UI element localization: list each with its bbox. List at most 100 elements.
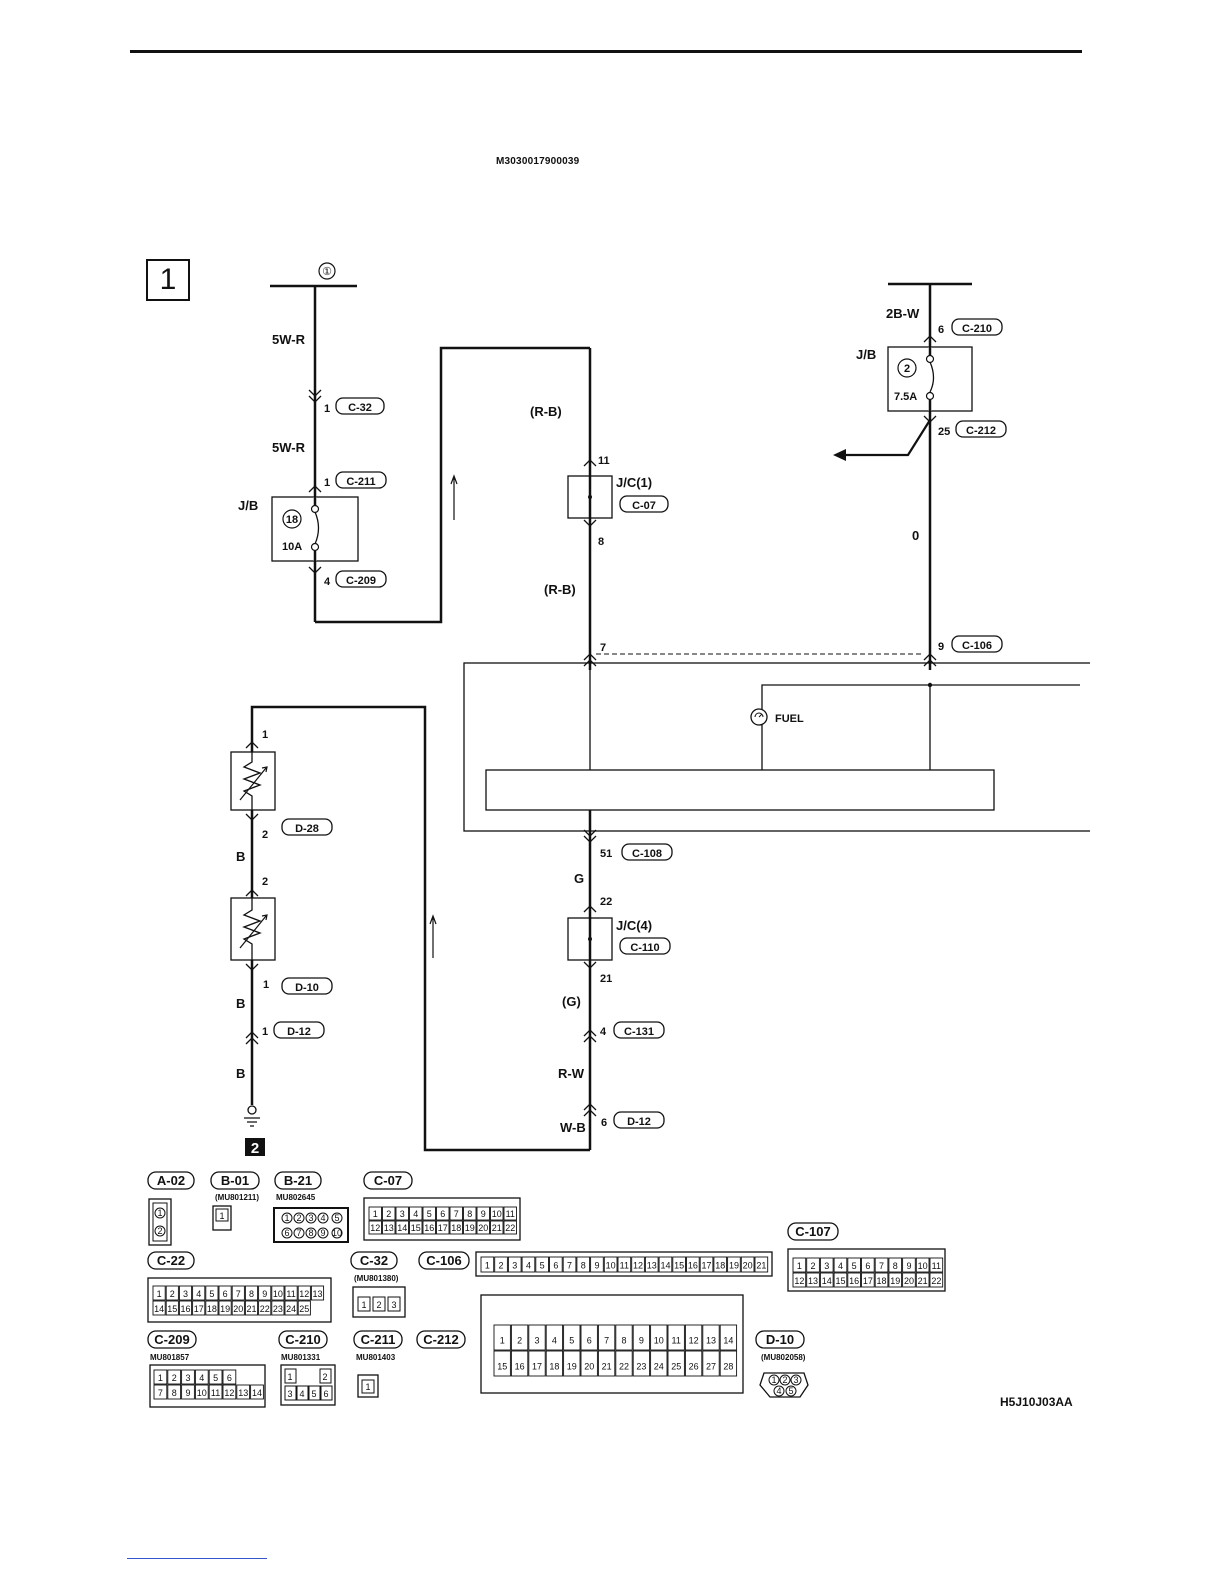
connector-mark [923, 335, 937, 343]
fuse-rating: 7.5A [894, 391, 917, 403]
svg-text:15: 15 [674, 1261, 684, 1271]
wire-label: 5W-R [272, 332, 306, 347]
svg-text:21: 21 [602, 1362, 612, 1372]
connector-mark [583, 829, 597, 843]
wire-label: W-B [560, 1120, 586, 1135]
svg-text:1: 1 [157, 1289, 162, 1299]
connector-ref: D-12 [627, 1116, 651, 1128]
variable-resistor-icon [242, 752, 262, 810]
svg-text:3: 3 [824, 1261, 829, 1271]
fuse-rating: 10A [282, 541, 302, 553]
svg-text:7: 7 [236, 1289, 241, 1299]
connector-ref-box [955, 420, 1007, 438]
legend-ref: D-10 [766, 1332, 794, 1347]
svg-text:1: 1 [373, 1209, 378, 1219]
pin-label: 25 [938, 426, 950, 438]
pin-label: 2 [262, 829, 268, 841]
fuse-number-circle [897, 358, 917, 378]
legend-ref-box [210, 1171, 260, 1190]
svg-text:3: 3 [400, 1209, 405, 1219]
svg-text:11: 11 [932, 1261, 941, 1271]
svg-text:17: 17 [532, 1362, 542, 1372]
connector-ref-box [281, 977, 333, 995]
fuse-terminal [310, 542, 320, 552]
svg-text:7: 7 [879, 1261, 884, 1271]
connector-ref: D-12 [287, 1026, 311, 1038]
svg-text:3: 3 [391, 1300, 396, 1310]
legend-ref: B-01 [221, 1173, 249, 1188]
legend-ref-box [147, 1251, 195, 1270]
connector-ref: C-07 [632, 500, 656, 512]
svg-text:12: 12 [633, 1261, 643, 1271]
svg-text:1: 1 [797, 1261, 802, 1271]
connector-ref-box [621, 843, 673, 861]
svg-text:5: 5 [334, 1213, 339, 1223]
connector-mark [308, 389, 322, 403]
legend-ref: C-209 [154, 1332, 189, 1347]
svg-text:22: 22 [505, 1223, 515, 1233]
svg-text:3: 3 [308, 1213, 313, 1223]
svg-text:4: 4 [776, 1386, 781, 1396]
wire-label: 2B-W [886, 306, 920, 321]
svg-text:4: 4 [320, 1213, 325, 1223]
svg-text:3: 3 [793, 1375, 798, 1385]
svg-text:4: 4 [838, 1261, 843, 1271]
svg-text:10: 10 [197, 1388, 207, 1398]
sheet-number-box: 1 [146, 259, 190, 301]
wire-label: G [574, 871, 584, 886]
connector-mark [245, 741, 259, 749]
svg-text:1: 1 [157, 1208, 162, 1218]
svg-text:5: 5 [427, 1209, 432, 1219]
fuse-element [314, 511, 320, 545]
svg-text:2: 2 [376, 1300, 381, 1310]
connector-ref-box [281, 818, 333, 836]
connector-mark [923, 653, 937, 667]
svg-text:7: 7 [604, 1336, 609, 1346]
svg-text:21: 21 [246, 1304, 256, 1314]
connector-ref-box [613, 1111, 665, 1129]
legend-ref: C-210 [285, 1332, 320, 1347]
variable-resistor-icon [242, 898, 262, 960]
svg-text:11: 11 [506, 1209, 515, 1219]
svg-text:10: 10 [606, 1261, 616, 1271]
svg-text:15: 15 [835, 1276, 845, 1286]
svg-text:9: 9 [262, 1289, 267, 1299]
fuel-sensor-main [230, 751, 276, 811]
pin-label: 2 [262, 876, 268, 888]
svg-text:14: 14 [723, 1336, 733, 1346]
svg-text:16: 16 [515, 1362, 525, 1372]
connector-ref: C-212 [966, 425, 996, 437]
pin-label: 6 [938, 324, 944, 336]
svg-text:5: 5 [569, 1336, 574, 1346]
wire-label: (R-B) [530, 404, 562, 419]
legend-ref-box [274, 1171, 322, 1190]
svg-text:5: 5 [788, 1386, 793, 1396]
wire-label: R-W [558, 1066, 585, 1081]
svg-text:8: 8 [249, 1289, 254, 1299]
svg-text:15: 15 [167, 1304, 177, 1314]
svg-text:8: 8 [621, 1336, 626, 1346]
legend-ref: C-106 [426, 1253, 461, 1268]
ground-icon [244, 1117, 260, 1127]
svg-text:13: 13 [647, 1261, 657, 1271]
gauge-wire [761, 684, 1080, 770]
svg-text:13: 13 [312, 1289, 322, 1299]
pin-label: 9 [938, 641, 944, 653]
fuse-terminal [310, 504, 320, 514]
fuel-sensor-sub [230, 897, 276, 961]
connector-ref-box [335, 570, 387, 588]
continuation-number: 2 [251, 1140, 259, 1157]
svg-text:9: 9 [906, 1261, 911, 1271]
meter-internal-circuit [485, 769, 995, 811]
svg-text:4: 4 [199, 1373, 204, 1383]
svg-text:21: 21 [918, 1276, 928, 1286]
svg-text:13: 13 [808, 1276, 818, 1286]
svg-text:1: 1 [485, 1261, 490, 1271]
svg-text:3: 3 [287, 1389, 292, 1399]
legend-ref: B-21 [284, 1173, 312, 1188]
svg-text:17: 17 [438, 1223, 448, 1233]
connector-ref-box [335, 471, 387, 489]
